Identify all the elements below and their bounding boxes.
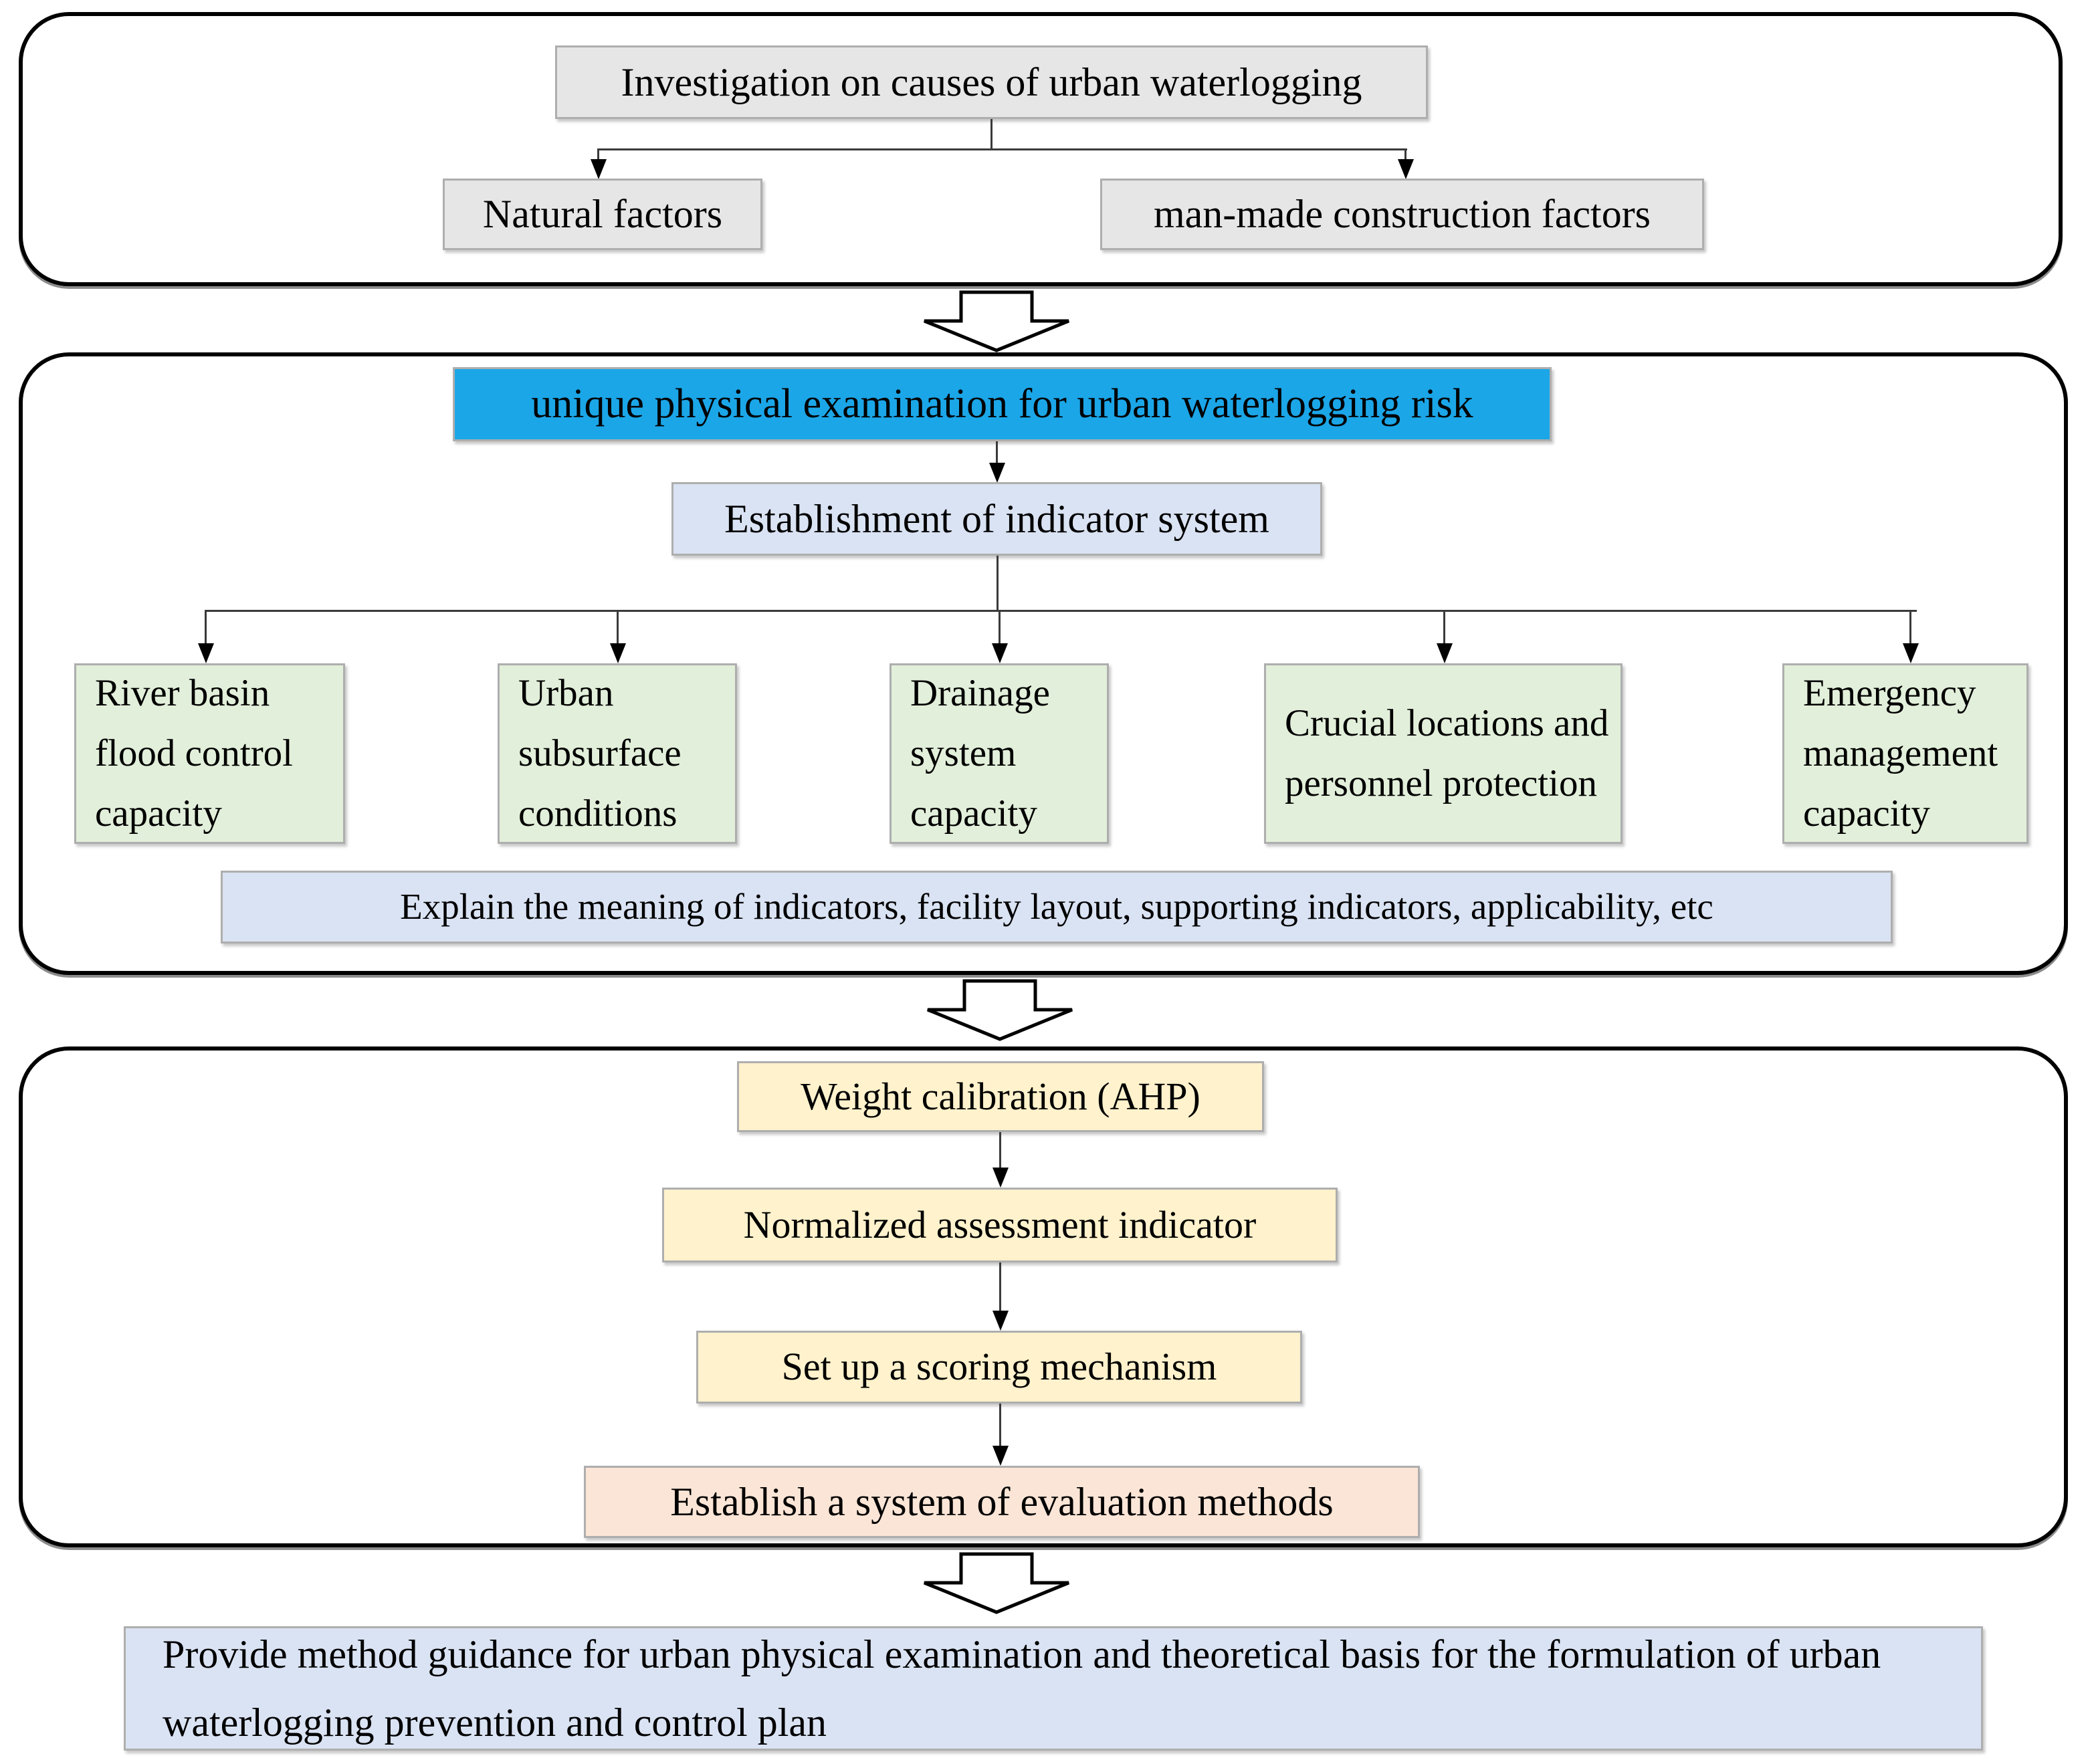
big-down-arrow-icon	[924, 1552, 1069, 1614]
indicator-river-basin-label: River basin flood control capacity	[95, 671, 294, 835]
arrowhead-indicator-4-icon	[1437, 643, 1453, 663]
indicator-system-label: Establishment of indicator system	[724, 496, 1269, 541]
indicator-box-drainage: Drainage system capacity	[890, 663, 1109, 844]
connector-indicator-drop-2	[617, 610, 619, 645]
indicator-box-crucial-locations: Crucial locations and personnel protecti…	[1264, 663, 1623, 844]
connector-weight-to-normalized	[999, 1132, 1001, 1168]
natural-factors-label: Natural factors	[482, 192, 723, 236]
arrowhead-natural-icon	[591, 159, 607, 179]
connector-scoring-to-evaluation	[999, 1404, 1001, 1446]
indicator-box-emergency: Emergency management capacity	[1782, 663, 2028, 844]
arrowhead-scoring-icon	[992, 1311, 1009, 1331]
natural-factors-box: Natural factors	[443, 179, 762, 250]
arrowhead-indicator-2-icon	[610, 643, 626, 663]
man-made-factors-label: man-made construction factors	[1153, 192, 1651, 236]
arrowhead-indicator-1-icon	[198, 643, 214, 663]
indicator-drainage-label: Drainage system capacity	[910, 671, 1050, 835]
explain-box: Explain the meaning of indicators, facil…	[221, 871, 1893, 944]
connector-causes-branch	[598, 148, 1407, 150]
investigation-box: Investigation on causes of urban waterlo…	[555, 45, 1428, 119]
scoring-mechanism-label: Set up a scoring mechanism	[781, 1345, 1217, 1389]
connector-header-to-system	[996, 441, 998, 465]
weight-calibration-box: Weight calibration (AHP)	[737, 1061, 1264, 1132]
indicator-box-river-basin: River basin flood control capacity	[74, 663, 345, 844]
big-down-arrow-icon	[927, 979, 1073, 1041]
explain-label: Explain the meaning of indicators, facil…	[400, 886, 1713, 927]
weight-calibration-label: Weight calibration (AHP)	[801, 1074, 1200, 1118]
indicator-subsurface-label: Urban subsurface conditions	[518, 671, 682, 835]
man-made-factors-box: man-made construction factors	[1100, 179, 1704, 250]
connector-indicator-drop-1	[205, 610, 207, 645]
examination-header-label: unique physical examination for urban wa…	[531, 380, 1473, 427]
evaluation-methods-box: Establish a system of evaluation methods	[584, 1466, 1420, 1538]
indicator-box-subsurface: Urban subsurface conditions	[498, 663, 737, 844]
connector-indicator-drop-4	[1443, 610, 1445, 645]
section-method-container	[19, 1046, 2068, 1547]
arrowhead-evaluation-icon	[992, 1446, 1009, 1466]
connector-indicators-rail	[205, 610, 1917, 612]
indicator-system-box: Establishment of indicator system	[671, 482, 1322, 556]
connector-manmade-drop	[1404, 148, 1406, 162]
examination-header-box: unique physical examination for urban wa…	[453, 367, 1552, 441]
connector-normalized-to-scoring	[999, 1262, 1001, 1311]
outcome-box: Provide method guidance for urban physic…	[124, 1626, 1983, 1751]
connector-natural-drop	[597, 148, 599, 162]
indicator-crucial-locations-label: Crucial locations and personnel protecti…	[1285, 701, 1609, 804]
big-down-arrow-icon	[924, 290, 1069, 352]
connector-indicator-drop-5	[1909, 610, 1911, 645]
normalized-indicator-box: Normalized assessment indicator	[662, 1188, 1338, 1262]
scoring-mechanism-box: Set up a scoring mechanism	[696, 1331, 1302, 1404]
arrowhead-normalized-icon	[992, 1168, 1009, 1188]
evaluation-methods-label: Establish a system of evaluation methods	[670, 1479, 1334, 1524]
investigation-label: Investigation on causes of urban waterlo…	[621, 60, 1362, 104]
connector-system-stem	[997, 556, 999, 612]
outcome-label: Provide method guidance for urban physic…	[163, 1632, 1881, 1745]
indicator-emergency-label: Emergency management capacity	[1803, 671, 1998, 835]
arrowhead-indicator-3-icon	[992, 643, 1008, 663]
normalized-indicator-label: Normalized assessment indicator	[743, 1202, 1257, 1246]
connector-indicator-drop-3	[999, 610, 1001, 645]
arrowhead-system-icon	[989, 463, 1005, 483]
connector-causes-stem	[990, 119, 992, 150]
arrowhead-manmade-icon	[1398, 159, 1414, 179]
arrowhead-indicator-5-icon	[1903, 643, 1919, 663]
